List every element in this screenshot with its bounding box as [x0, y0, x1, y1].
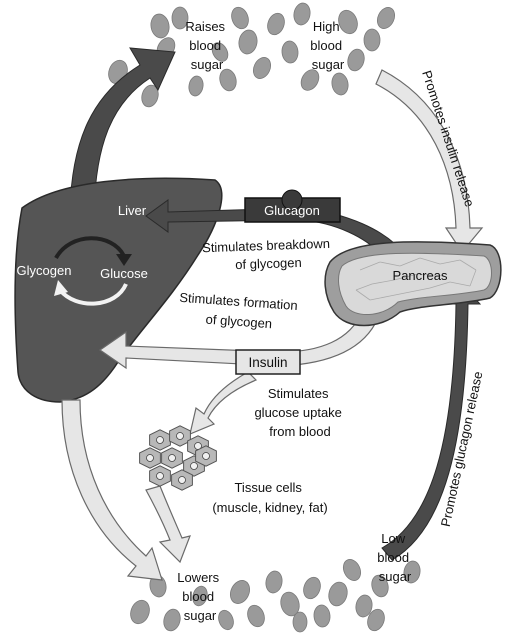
blood-cell: [281, 40, 299, 63]
promotes-insulin-release-label: Promotes insulin release: [419, 69, 477, 209]
blood-cell: [127, 598, 152, 627]
blood-cell: [265, 11, 288, 37]
blood-cells-bottom: [127, 557, 421, 633]
tissue-cell-nucleus: [169, 455, 176, 462]
blood-cell: [301, 575, 324, 601]
tissue-cell-nucleus: [157, 437, 164, 444]
tissue-cells-label: Tissue cells (muscle, kidney, fat): [212, 480, 327, 515]
pancreas: [325, 242, 501, 326]
low-blood-sugar-label: Low blood sugar: [377, 531, 412, 584]
blood-cell: [264, 570, 284, 594]
arrow-insulin-to-tissue: [190, 372, 256, 434]
blood-cell: [229, 5, 252, 31]
stimulates-breakdown-label: Stimulates breakdown of glycogen: [202, 236, 335, 274]
blood-cell: [245, 603, 268, 629]
tissue-cells-cluster: [140, 426, 217, 490]
liver-label: Liver: [118, 203, 147, 218]
glucagon-label: Glucagon: [264, 203, 320, 218]
blood-cell: [250, 55, 274, 82]
tissue-cell-nucleus: [179, 477, 186, 484]
blood-cell: [326, 580, 350, 608]
insulin-label: Insulin: [248, 355, 287, 370]
blood-cell: [364, 29, 380, 51]
blood-cell: [340, 557, 364, 584]
blood-cell: [161, 607, 182, 632]
blood-cell: [237, 29, 259, 56]
stimulates-formation-label: Stimulates formation of glycogen: [177, 290, 301, 333]
blood-cell: [227, 577, 253, 606]
blood-cell: [187, 75, 204, 97]
blood-cell: [149, 13, 171, 40]
blood-cell: [292, 2, 312, 26]
tissue-cell-nucleus: [191, 463, 198, 470]
tissue-cell-nucleus: [203, 453, 210, 460]
blood-cell: [374, 5, 398, 32]
blood-cell: [216, 608, 236, 632]
tissue-cell-nucleus: [177, 433, 184, 440]
pancreas-label: Pancreas: [393, 268, 448, 283]
blood-cell: [293, 612, 307, 632]
lowers-blood-sugar-label: Lowers blood sugar: [177, 570, 223, 623]
raises-blood-sugar-label: Raises blood sugar: [185, 19, 228, 72]
blood-cell: [313, 604, 331, 627]
glucose-label: Glucose: [100, 266, 148, 281]
blood-cell: [330, 72, 350, 96]
tissue-cell-nucleus: [157, 473, 164, 480]
blood-cell: [345, 47, 366, 72]
tissue-cell-nucleus: [147, 455, 154, 462]
high-blood-sugar-label: High blood sugar: [310, 19, 345, 72]
stimulates-uptake-label: Stimulates glucose uptake from blood: [254, 386, 345, 439]
glycogen-label: Glycogen: [17, 263, 72, 278]
